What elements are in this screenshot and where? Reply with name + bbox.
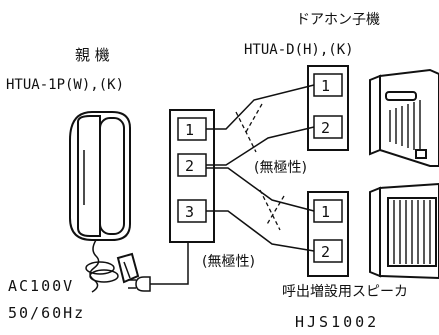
door-terminal-1: 1 bbox=[313, 73, 343, 97]
master-terminal-3: 3 bbox=[177, 199, 207, 223]
svg-text:2: 2 bbox=[321, 243, 330, 261]
door-terminal-2: 2 bbox=[313, 115, 343, 139]
speaker-model: HJS1002 bbox=[295, 313, 379, 331]
speaker-terminal-2: 2 bbox=[313, 239, 343, 263]
master-terminal-2: 2 bbox=[177, 153, 207, 177]
polarity-note-speaker: (無極性) bbox=[202, 254, 255, 270]
master-title: 親 機 bbox=[75, 46, 110, 64]
wire-speaker-cross-b bbox=[265, 195, 285, 227]
master-terminal-1: 1 bbox=[177, 117, 207, 141]
power-frequency: 50/60Hz bbox=[8, 304, 85, 322]
master-handset-icon bbox=[69, 111, 140, 293]
svg-text:2: 2 bbox=[185, 157, 194, 175]
power-voltage: AC100V bbox=[8, 277, 74, 295]
wire-power-cord bbox=[150, 242, 189, 285]
master-model: HTUA-1P(W),(K) bbox=[6, 77, 124, 93]
wire-speaker-cross-a bbox=[259, 189, 281, 231]
speaker-terminal-1: 1 bbox=[313, 199, 343, 223]
door-station-model: HTUA-D(H),(K) bbox=[244, 42, 354, 58]
svg-text:1: 1 bbox=[321, 203, 330, 221]
svg-text:1: 1 bbox=[185, 121, 194, 139]
door-station-unit-icon bbox=[369, 68, 439, 167]
svg-text:1: 1 bbox=[321, 77, 330, 95]
power-plug-icon bbox=[128, 276, 151, 292]
polarity-note-door: (無極性) bbox=[254, 160, 307, 176]
wire-door-cross-a bbox=[235, 111, 257, 153]
speaker-unit-icon bbox=[369, 182, 439, 280]
wire-master3-speaker bbox=[206, 210, 315, 252]
wire-door-cross-b bbox=[245, 103, 263, 133]
wire-master1-door bbox=[206, 84, 315, 130]
door-station-title: ドアホン子機 bbox=[296, 12, 380, 28]
wire-master2-speaker bbox=[206, 167, 315, 212]
svg-text:2: 2 bbox=[321, 119, 330, 137]
svg-text:3: 3 bbox=[185, 203, 194, 221]
wire-master2-door bbox=[206, 126, 315, 166]
speaker-title: 呼出増設用スピーカ bbox=[282, 284, 408, 300]
